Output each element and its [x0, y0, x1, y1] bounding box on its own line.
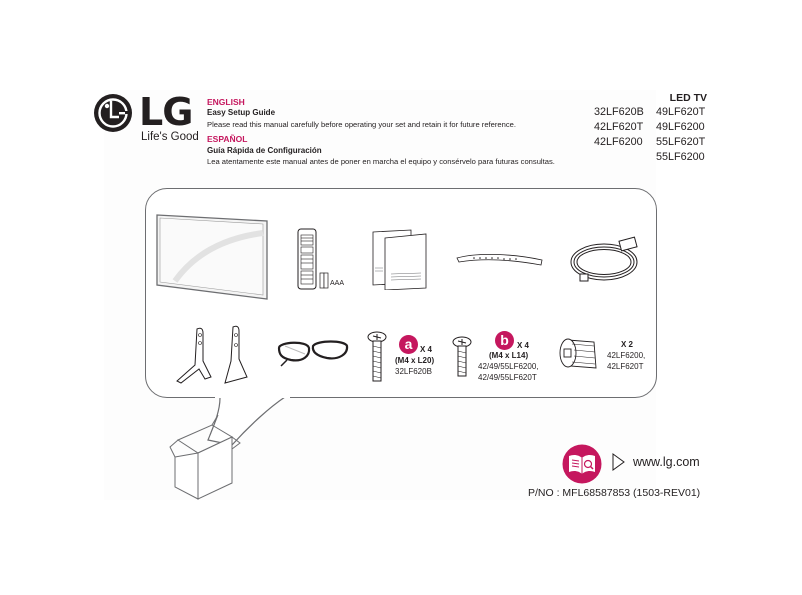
ferrite-qty: X 2: [621, 340, 634, 349]
battery-label: AAA: [330, 280, 345, 287]
tagline: Life's Good: [141, 131, 199, 143]
screw-b-qty: X 4: [517, 341, 530, 350]
guide-title-english: Easy Setup Guide: [207, 108, 276, 117]
language-spanish: ESPAÑOL: [207, 134, 248, 144]
model-list-col2: 49LF620T 49LF6200 55LF620T 55LF6200: [656, 105, 705, 165]
guide-description-english: Please read this manual carefully before…: [207, 120, 516, 129]
part-number: P/NO : MFL68587853 (1503-REV01): [528, 487, 701, 499]
screw-a-size: (M4 x L20): [395, 356, 435, 365]
website-link[interactable]: www.lg.com: [633, 455, 700, 469]
model-number: 42LF620T: [594, 121, 644, 133]
guide-description-spanish: Lea atentamente este manual antes de pon…: [207, 157, 555, 166]
box-icon: [160, 385, 290, 505]
model-list-col1: 32LF620B 42LF620T 42LF6200: [594, 105, 644, 150]
screw-a-qty: X 4: [420, 345, 433, 354]
screw-b-models-2: 42/49/55LF620T: [478, 373, 537, 382]
lg-logo-icon: [93, 93, 133, 133]
badge-b: b: [495, 331, 514, 350]
manual-book-icon: [562, 444, 602, 484]
model-number: 55LF6200: [656, 151, 705, 163]
arrow-right-icon: [612, 453, 626, 471]
lg-wordmark: LG: [139, 90, 193, 134]
remote-control-icon: [297, 228, 321, 290]
model-number: 55LF620T: [656, 136, 706, 148]
product-type: LED TV: [669, 92, 707, 104]
screw-b-icon: [452, 336, 472, 378]
model-number: 42LF6200: [594, 136, 643, 148]
screw-b-size: (M4 x L14): [489, 351, 529, 360]
ferrite-core-icon: [558, 336, 600, 372]
3d-glasses-icon: [277, 336, 349, 368]
power-cord-icon: [568, 236, 643, 288]
stand-icon: [175, 325, 255, 385]
guide-title-spanish: Guía Rápida de Configuración: [207, 146, 322, 155]
screw-a-icon: [367, 331, 387, 383]
model-number: 32LF620B: [594, 106, 644, 118]
manuals-icon: [371, 228, 431, 290]
tv-panel-icon: [155, 213, 270, 301]
model-number: 49LF6200: [656, 121, 705, 133]
cable-holder-icon: [454, 250, 546, 270]
battery-icon: [319, 272, 329, 289]
model-number: 49LF620T: [656, 106, 706, 118]
screw-b-models-1: 42/49/55LF6200,: [478, 362, 539, 371]
ferrite-models-2: 42LF620T: [607, 362, 644, 371]
language-english: ENGLISH: [207, 97, 245, 107]
badge-a: a: [399, 335, 418, 354]
screw-a-models: 32LF620B: [395, 367, 432, 376]
ferrite-models-1: 42LF6200,: [607, 351, 646, 360]
